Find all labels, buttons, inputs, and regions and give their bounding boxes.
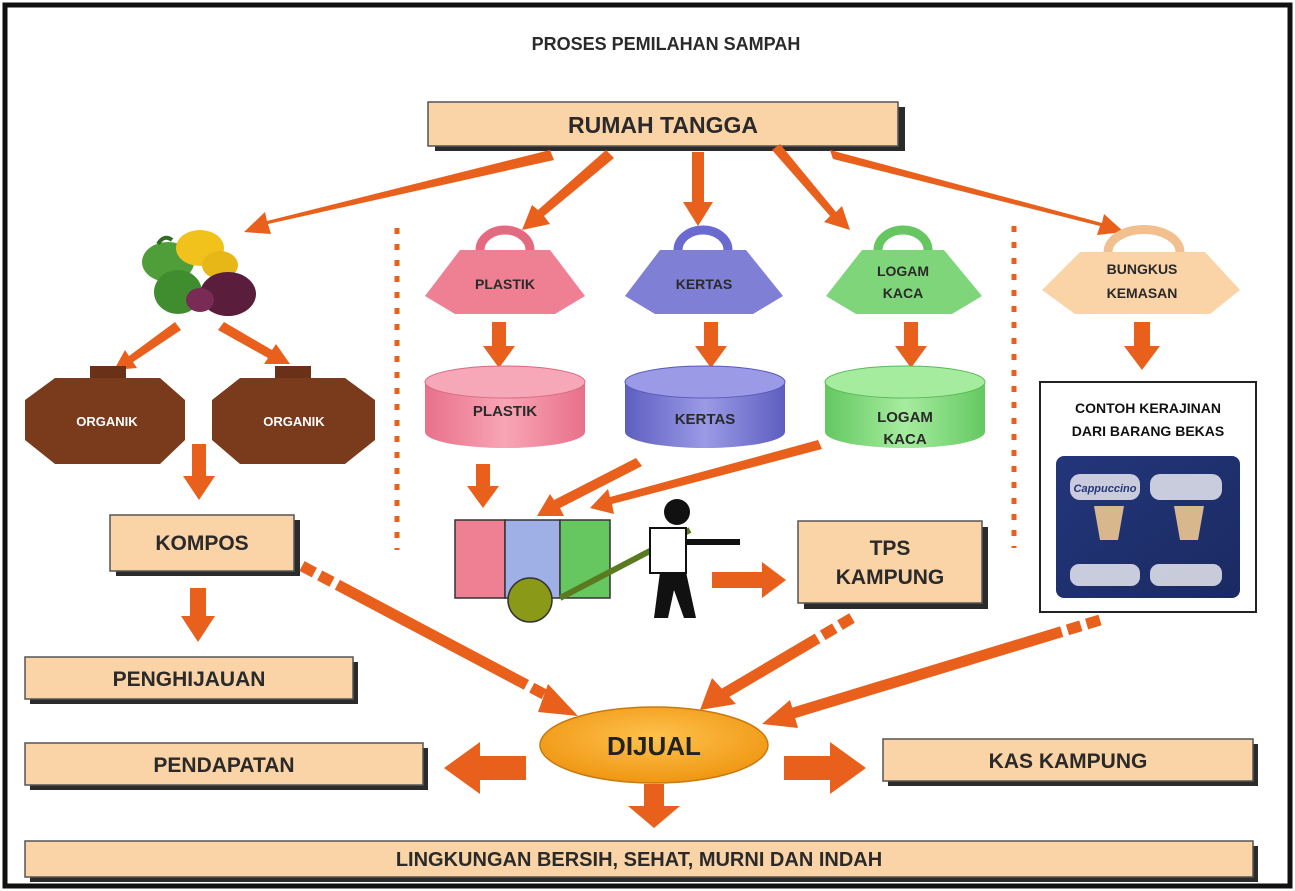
tps-kampung-box: TPS KAMPUNG xyxy=(797,520,988,609)
kompos-label: KOMPOS xyxy=(155,532,248,555)
organic-bin-left: ORGANIK xyxy=(25,366,185,464)
dijual-label: DIJUAL xyxy=(607,731,701,761)
arrow-to-tps xyxy=(712,562,786,598)
arrow-craft-to-dijual xyxy=(788,614,1102,720)
kertas-bin: KERTAS xyxy=(624,365,786,448)
arrow-to-plastik xyxy=(522,150,614,230)
bungkus-weight-label-2: KEMASAN xyxy=(1107,285,1178,301)
kertas-weight: KERTAS xyxy=(625,225,783,314)
plastik-bin: PLASTIK xyxy=(424,365,586,448)
pendapatan-label: PENDAPATAN xyxy=(153,754,294,777)
craft-title-1: CONTOH KERAJINAN xyxy=(1075,400,1221,416)
organic-bin-right: ORGANIK xyxy=(212,366,375,464)
arrow-craft-head xyxy=(762,700,798,728)
logam-bin-label-1: LOGAM xyxy=(877,409,933,426)
logam-weight-label-2: KACA xyxy=(883,285,923,301)
logam-weight: LOGAM KACA xyxy=(826,225,982,314)
arrow-to-kas xyxy=(784,742,866,794)
vegetable-arrows xyxy=(114,322,290,370)
logam-bin-label-2: KACA xyxy=(883,431,926,448)
kas-kampung-box: KAS KAMPUNG xyxy=(882,738,1258,786)
arrow-to-penghijauan xyxy=(181,588,215,642)
arrow-to-kompos xyxy=(183,444,215,500)
weight-to-bin-arrows xyxy=(483,322,1160,370)
arrow-to-pendapatan xyxy=(444,742,526,794)
diagram-title: PROSES PEMILAHAN SAMPAH xyxy=(532,34,801,54)
vegetables-image xyxy=(142,230,256,316)
lingkungan-label: LINGKUNGAN BERSIH, SEHAT, MURNI DAN INDA… xyxy=(396,849,882,871)
tps-label-2: KAMPUNG xyxy=(836,566,945,589)
plastik-bin-label: PLASTIK xyxy=(473,403,537,420)
plastik-weight: PLASTIK xyxy=(425,225,585,314)
bungkus-weight-label-1: BUNGKUS xyxy=(1107,261,1178,277)
sell-arrows xyxy=(299,561,1102,728)
organic-bin-left-label: ORGANIK xyxy=(76,414,138,429)
logam-weight-label-1: LOGAM xyxy=(877,263,929,279)
penghijauan-box: PENGHIJAUAN xyxy=(24,656,358,704)
organic-bin-right-label: ORGANIK xyxy=(263,414,325,429)
kertas-weight-label: KERTAS xyxy=(676,276,733,292)
arrow-to-organic xyxy=(244,150,554,234)
kas-kampung-label: KAS KAMPUNG xyxy=(989,750,1148,773)
penghijauan-label: PENGHIJAUAN xyxy=(113,668,266,691)
craft-example-box: CONTOH KERAJINAN DARI BARANG BEKAS Cappu… xyxy=(1039,381,1257,613)
bin-to-cart-arrows xyxy=(467,440,822,516)
kompos-box: KOMPOS xyxy=(109,514,300,576)
arrow-to-bungkus xyxy=(830,150,1124,235)
craft-brand-label: Cappuccino xyxy=(1074,483,1137,495)
plastik-weight-label: PLASTIK xyxy=(475,276,535,292)
craft-title-2: DARI BARANG BEKAS xyxy=(1072,423,1224,439)
arrow-kompos-to-dijual xyxy=(299,561,558,705)
arrow-tps-head xyxy=(700,678,736,710)
bungkus-weight: BUNGKUS KEMASAN xyxy=(1042,225,1240,314)
arrow-to-kertas xyxy=(683,152,713,226)
logam-bin: LOGAM KACA xyxy=(824,365,986,448)
arrow-kompos-head xyxy=(538,684,578,716)
lingkungan-box: LINGKUNGAN BERSIH, SEHAT, MURNI DAN INDA… xyxy=(24,840,1258,882)
rumah-tangga-label: RUMAH TANGGA xyxy=(568,112,758,138)
source-arrows xyxy=(244,144,1124,235)
arrow-to-lingkungan xyxy=(628,784,680,828)
pendapatan-box: PENDAPATAN xyxy=(24,742,428,790)
rumah-tangga-box: RUMAH TANGGA xyxy=(427,101,905,151)
arrow-to-logam xyxy=(772,144,850,230)
craft-bag-image: Cappuccino xyxy=(1056,456,1240,598)
dijual-oval: DIJUAL xyxy=(539,706,769,784)
tps-label-1: TPS xyxy=(870,537,911,560)
arrow-tps-to-dijual xyxy=(717,613,855,701)
kertas-bin-label: KERTAS xyxy=(675,411,736,428)
worker-figure xyxy=(649,499,740,618)
